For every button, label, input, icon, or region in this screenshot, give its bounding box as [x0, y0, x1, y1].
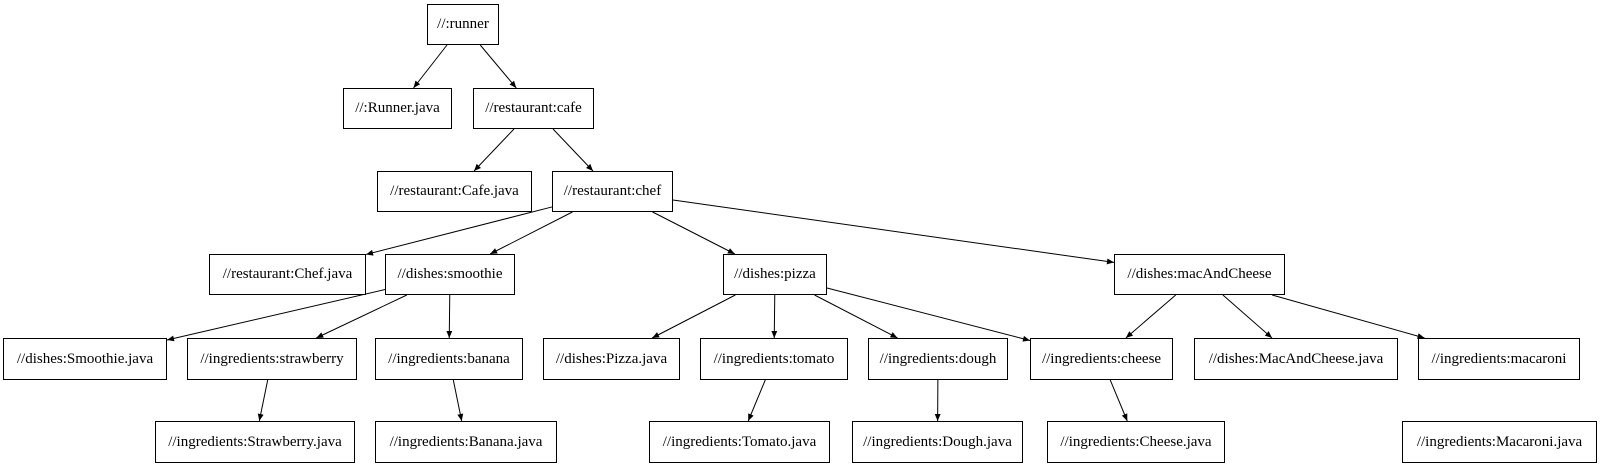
graph-node-smoothie_java: //dishes:Smoothie.java — [3, 338, 167, 380]
graph-edge-mac_and_cheese-to-mac_and_cheese_java — [1222, 294, 1273, 339]
graph-edge-runner-to-runner_java — [413, 44, 448, 89]
graph-node-mac_and_cheese: //dishes:macAndCheese — [1114, 254, 1285, 295]
graph-edge-tomato-to-tomato_java — [747, 379, 766, 422]
graph-edge-smoothie-to-strawberry — [316, 294, 408, 339]
graph-edge-chef-to-mac_and_cheese — [672, 199, 1115, 265]
graph-node-macaroni: //ingredients:macaroni — [1418, 338, 1580, 380]
graph-node-runner: //:runner — [427, 4, 499, 45]
graph-node-strawberry: //ingredients:strawberry — [187, 338, 357, 380]
graph-edge-chef-to-smoothie — [489, 211, 573, 255]
graph-edge-mac_and_cheese-to-macaroni — [1272, 294, 1425, 339]
graph-node-dough: //ingredients:dough — [868, 338, 1008, 380]
graph-node-runner_java: //:Runner.java — [343, 88, 452, 129]
graph-node-mac_and_cheese_java: //dishes:MacAndCheese.java — [1194, 338, 1398, 380]
graph-edge-cheese-to-cheese_java — [1109, 379, 1128, 422]
graph-node-cheese: //ingredients:cheese — [1030, 338, 1173, 380]
graph-node-banana: //ingredients:banana — [375, 338, 523, 380]
graph-edge-banana-to-banana_java — [452, 379, 464, 422]
graph-node-dough_java: //ingredients:Dough.java — [852, 421, 1023, 463]
graph-node-tomato_java: //ingredients:Tomato.java — [649, 421, 830, 463]
graph-node-chef_java: //restaurant:Chef.java — [209, 254, 366, 295]
graph-node-pizza_java: //dishes:Pizza.java — [543, 338, 680, 380]
graph-edge-smoothie-to-smoothie_java — [166, 289, 386, 342]
graph-edge-smoothie-to-banana — [446, 294, 453, 339]
graph-node-cafe_java: //restaurant:Cafe.java — [377, 171, 532, 212]
graph-node-banana_java: //ingredients:Banana.java — [375, 421, 557, 463]
graph-node-cheese_java: //ingredients:Cheese.java — [1047, 421, 1225, 463]
graph-edge-pizza-to-cheese — [826, 287, 1031, 342]
graph-edge-mac_and_cheese-to-cheese — [1125, 294, 1177, 339]
graph-edge-pizza-to-pizza_java — [651, 294, 736, 339]
graph-edge-cafe-to-cafe_java — [473, 128, 515, 172]
graph-edge-cafe-to-chef — [552, 128, 594, 172]
graph-node-tomato: //ingredients:tomato — [700, 338, 848, 380]
graph-edge-chef-to-pizza — [652, 211, 736, 255]
graph-edge-strawberry-to-strawberry_java — [257, 379, 269, 422]
graph-node-strawberry_java: //ingredients:Strawberry.java — [155, 421, 355, 463]
graph-node-smoothie: //dishes:smoothie — [385, 254, 515, 295]
graph-edge-pizza-to-dough — [814, 294, 898, 339]
graph-edge-chef-to-chef_java — [365, 206, 553, 256]
graph-node-pizza: //dishes:pizza — [723, 254, 827, 295]
graph-edge-runner-to-cafe — [479, 44, 517, 89]
graph-node-chef: //restaurant:chef — [552, 171, 673, 212]
graph-node-cafe: //restaurant:cafe — [473, 88, 594, 129]
graph-node-macaroni_java: //ingredients:Macaroni.java — [1402, 421, 1597, 463]
graph-edge-pizza-to-tomato — [771, 294, 778, 339]
